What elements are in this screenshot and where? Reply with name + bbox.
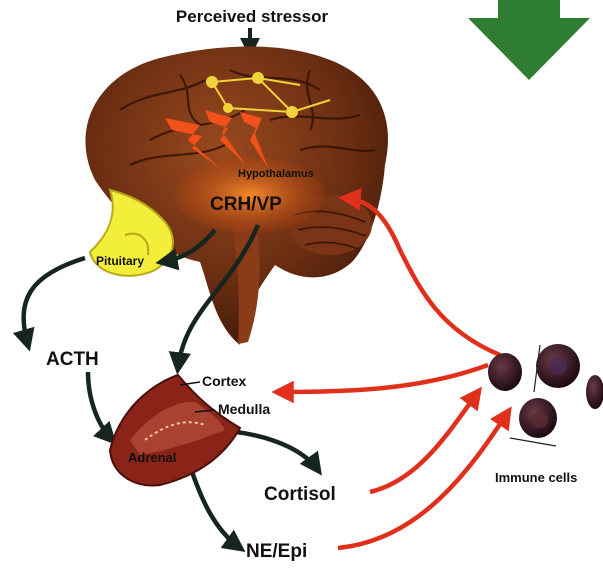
immune-cells-label: Immune cells — [495, 470, 577, 485]
adrenal-gland — [110, 375, 240, 485]
ne-epi-to-immune-arrow — [338, 412, 508, 548]
green-down-arrow-icon — [468, 0, 590, 80]
acth-label: ACTH — [46, 349, 99, 370]
pituitary-label: Pituitary — [96, 254, 144, 268]
cortex-label: Cortex — [202, 373, 247, 389]
diagram-title: Perceived stressor — [176, 7, 329, 26]
medulla-label: Medulla — [218, 401, 270, 417]
adrenal-label: Adrenal — [128, 450, 176, 465]
hypothalamus-label: Hypothalamus — [238, 168, 314, 180]
cortisol-label: Cortisol — [264, 484, 336, 505]
crh-vp-label: CRH/VP — [210, 194, 282, 215]
pituitary-to-acth-arrow — [24, 258, 85, 345]
immune-cells — [488, 344, 603, 446]
acth-to-adrenal-arrow — [88, 372, 112, 440]
immune-to-cortex-arrow — [278, 365, 488, 392]
ne-epi-label: NE/Epi — [246, 541, 307, 562]
